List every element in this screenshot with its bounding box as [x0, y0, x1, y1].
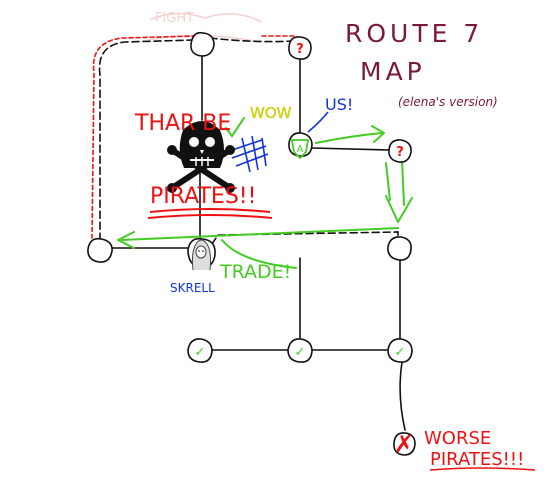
skrell-portrait-icon [191, 239, 212, 271]
check-icon [225, 117, 245, 138]
node-worse-x-icon: ✗ [394, 430, 414, 458]
label-wow: WOW [250, 104, 292, 122]
node-bottom-mid[interactable] [287, 338, 313, 363]
node-bottom-right-check-icon: ✓ [395, 345, 406, 360]
node-us[interactable]: A [288, 132, 313, 160]
node-bottom-left-check-icon: ✓ [195, 345, 206, 360]
arrow-question-down [385, 159, 405, 206]
node-right-question[interactable] [388, 139, 412, 163]
route-left-dashed [98, 39, 195, 241]
node-right-mid[interactable] [387, 236, 412, 261]
title-map: MAP [360, 57, 426, 86]
node-top-left[interactable] [190, 31, 215, 57]
node-bottom-right[interactable] [387, 338, 413, 363]
route-to-worse [399, 361, 406, 431]
node-bottom-mid-check-icon: ✓ [295, 345, 306, 360]
node-top-mid-question-icon: ? [296, 42, 304, 57]
label-pirates-top: PIRATES!! [150, 184, 256, 209]
route-lines [98, 37, 406, 431]
faint-fight-label: FIGHT [155, 11, 194, 26]
arrow-us-to-question [315, 132, 383, 144]
map-nodes [87, 31, 416, 456]
label-thar-be: THAR BE [134, 111, 231, 136]
label-trade: TRADE! [219, 261, 291, 283]
node-right-question-icon: ? [396, 145, 404, 160]
shield-icon [290, 139, 310, 160]
node-top-mid[interactable] [288, 36, 312, 60]
trade-underline [221, 239, 297, 269]
node-worse-pirates[interactable] [393, 432, 416, 456]
annotations: THAR BE PIRATES!! WOW US! SKRELL TRADE! … [134, 95, 536, 471]
skull-crossbones-icon [167, 121, 235, 193]
red-dashed-path [91, 35, 297, 239]
blue-crosshatch [231, 135, 269, 173]
arrow-to-far-left [121, 227, 399, 241]
title-block: ROUTE 7 MAP (elena's version) [345, 19, 498, 109]
label-worse: WORSE [424, 428, 491, 449]
title-subtitle: (elena's version) [398, 95, 498, 109]
label-pirates-bottom: PIRATES!!! [430, 449, 524, 470]
route-us-to-question [311, 147, 391, 151]
faint-sketch: FIGHT [147, 11, 263, 43]
label-skrell: SKRELL [170, 281, 215, 295]
title-route: ROUTE 7 [345, 19, 483, 48]
node-skrell[interactable] [187, 237, 216, 271]
node-us-mark: A [297, 144, 304, 155]
route-skrell-dashed [211, 231, 399, 245]
green-route-arrows [117, 125, 413, 269]
label-us: US! [325, 95, 353, 114]
node-far-left[interactable] [87, 237, 113, 263]
node-bottom-left[interactable] [187, 338, 213, 363]
node-marks: ? ? ✓ ✓ ✓ ✗ [195, 42, 415, 458]
route-top-dashed [209, 37, 294, 43]
